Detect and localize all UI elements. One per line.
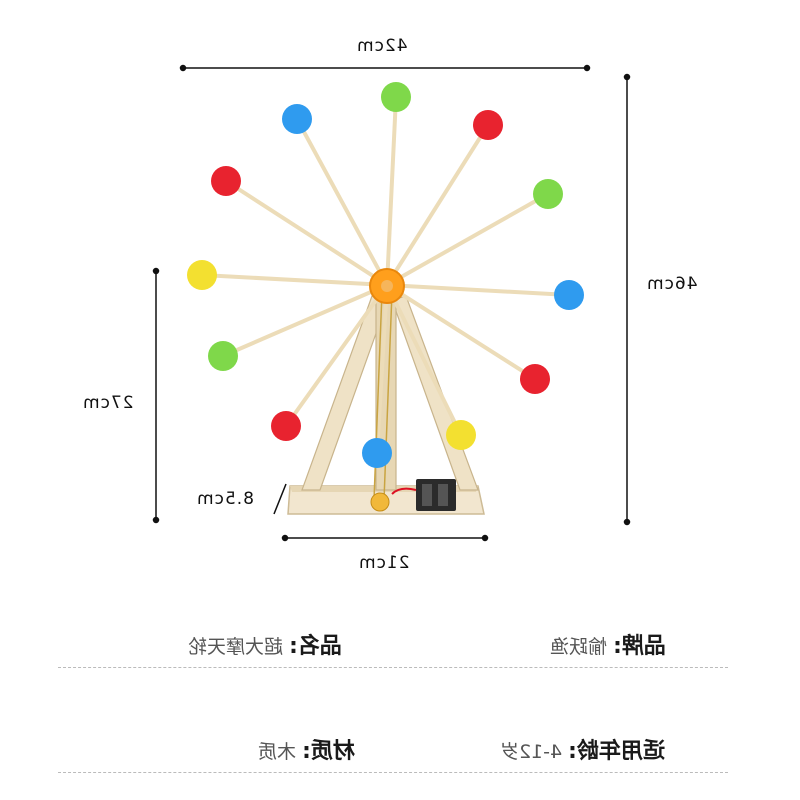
yellow-cup bbox=[187, 260, 217, 290]
age-label: 适用年龄: bbox=[568, 739, 665, 764]
red-cup bbox=[520, 364, 550, 394]
material-label: 材质: bbox=[302, 739, 355, 764]
blue-cup bbox=[282, 104, 312, 134]
width-value: 42cm bbox=[356, 36, 408, 56]
brand-label: 品牌: bbox=[613, 634, 666, 659]
ferris-wheel-illustration bbox=[152, 64, 631, 542]
blue-cup bbox=[554, 280, 584, 310]
motor-and-battery-box bbox=[370, 479, 456, 512]
age-value: 4-12岁 bbox=[500, 741, 563, 763]
blue-cup bbox=[362, 438, 392, 468]
material-spec: 材质:木质 bbox=[258, 733, 355, 765]
green-cup bbox=[208, 341, 238, 371]
brand-spec: 品牌:愉跃渔 bbox=[550, 628, 666, 660]
material-value: 木质 bbox=[258, 741, 297, 763]
brand-value: 愉跃渔 bbox=[550, 636, 608, 658]
width-label: 42cm bbox=[356, 36, 408, 56]
height-value: 46cm bbox=[646, 274, 698, 294]
name-spec: 品名:超大摩天轮 bbox=[188, 628, 342, 660]
age-spec: 适用年龄:4-12岁 bbox=[500, 733, 665, 765]
spec-row-1: 品名:超大摩天轮 品牌:愉跃渔 bbox=[30, 628, 770, 668]
dimension-lines bbox=[152, 64, 631, 542]
name-value: 超大摩天轮 bbox=[188, 636, 284, 658]
divider-line bbox=[58, 772, 728, 773]
green-cup bbox=[381, 82, 411, 112]
red-cup bbox=[271, 411, 301, 441]
product-photo: 42cm 46cm 27cm 21cm 8.5cm bbox=[82, 36, 698, 573]
colored-cups bbox=[187, 82, 584, 468]
spec-row-2: 材质:木质 适用年龄:4-12岁 bbox=[30, 733, 770, 773]
yellow-cup bbox=[446, 420, 476, 450]
base-depth-label: 8.5cm bbox=[196, 489, 254, 509]
height-label: 46cm bbox=[646, 274, 698, 294]
name-label: 品名: bbox=[289, 634, 342, 659]
wheel-spokes bbox=[200, 95, 571, 455]
stand-height-label: 27cm bbox=[82, 393, 134, 413]
divider-line bbox=[58, 667, 728, 668]
stand-height-value: 27cm bbox=[82, 393, 134, 413]
red-cup bbox=[473, 110, 503, 140]
green-cup bbox=[533, 179, 563, 209]
base-depth-dimension-line bbox=[273, 483, 287, 515]
base-width-label: 21cm bbox=[358, 553, 410, 573]
base-width-value: 21cm bbox=[358, 553, 410, 573]
red-cup bbox=[211, 166, 241, 196]
base-depth-value: 8.5cm bbox=[196, 489, 254, 509]
